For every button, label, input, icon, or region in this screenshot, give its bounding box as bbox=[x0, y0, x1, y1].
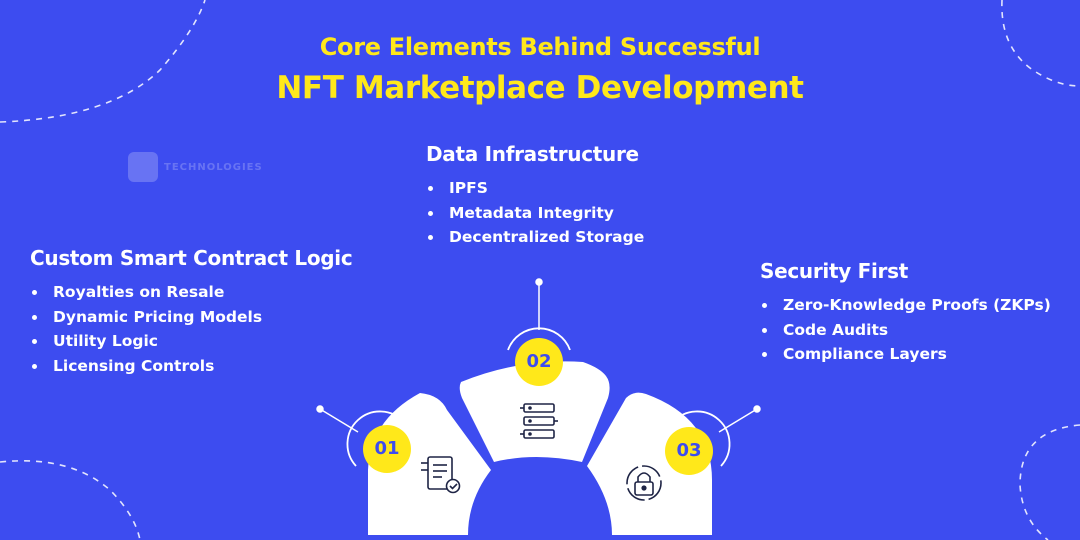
custom-smart-contract-section: Custom Smart Contract Logic Royalties on… bbox=[30, 246, 353, 378]
padlock-icon bbox=[626, 465, 662, 501]
custom-smart-contract-heading: Custom Smart Contract Logic bbox=[30, 246, 353, 270]
top-left-dashed-curve bbox=[0, 0, 206, 123]
list-item: Zero-Knowledge Proofs (ZKPs) bbox=[760, 293, 1051, 318]
title-line-2: NFT Marketplace Development bbox=[276, 70, 804, 106]
security-first-heading: Security First bbox=[760, 259, 908, 283]
step-three-badge: 03 bbox=[665, 427, 713, 475]
connector-line-three bbox=[718, 408, 758, 433]
connector-dot-one bbox=[316, 405, 324, 413]
ring-arc-one bbox=[346, 410, 405, 467]
list-item: Compliance Layers bbox=[760, 342, 1051, 367]
data-infrastructure-heading: Data Infrastructure bbox=[426, 142, 639, 166]
security-first-list: Zero-Knowledge Proofs (ZKPs) Code Audits… bbox=[760, 293, 1051, 367]
custom-smart-contract-list: Royalties on Resale Dynamic Pricing Mode… bbox=[30, 280, 352, 378]
security-first-section: Security First Zero-Knowledge Proofs (ZK… bbox=[760, 259, 1051, 367]
step-two-badge: 02 bbox=[515, 338, 563, 386]
list-item: Utility Logic bbox=[30, 329, 352, 354]
ring-arc-three bbox=[672, 410, 731, 467]
connector-dot-three bbox=[753, 405, 761, 413]
logo-mark-icon bbox=[128, 152, 158, 182]
list-item: Metadata Integrity bbox=[426, 201, 644, 226]
list-item: Licensing Controls bbox=[30, 354, 352, 379]
title-line-1: Core Elements Behind Successful bbox=[319, 33, 761, 61]
contract-document-icon bbox=[421, 456, 461, 494]
connector-dot-two bbox=[535, 278, 543, 286]
logo-wordmark: TECHNOLOGIES bbox=[164, 161, 263, 173]
data-infrastructure-list: IPFS Metadata Integrity Decentralized St… bbox=[426, 176, 644, 250]
connector-line-one bbox=[319, 408, 359, 433]
list-item: Dynamic Pricing Models bbox=[30, 305, 352, 330]
data-infrastructure-section: Data Infrastructure IPFS Metadata Integr… bbox=[426, 142, 644, 250]
logo-watermark: TECHNOLOGIES bbox=[128, 152, 263, 182]
step-one-badge: 01 bbox=[363, 425, 411, 473]
list-item: Decentralized Storage bbox=[426, 225, 644, 250]
bottom-right-dashed-curve bbox=[1019, 424, 1080, 540]
top-right-dashed-curve bbox=[1001, 0, 1080, 87]
list-item: Royalties on Resale bbox=[30, 280, 352, 305]
ring-arc-two bbox=[507, 327, 571, 351]
list-item: Code Audits bbox=[760, 318, 1051, 343]
list-item: IPFS bbox=[426, 176, 644, 201]
server-stack-icon bbox=[520, 403, 558, 439]
bottom-left-dashed-curve bbox=[0, 460, 141, 540]
